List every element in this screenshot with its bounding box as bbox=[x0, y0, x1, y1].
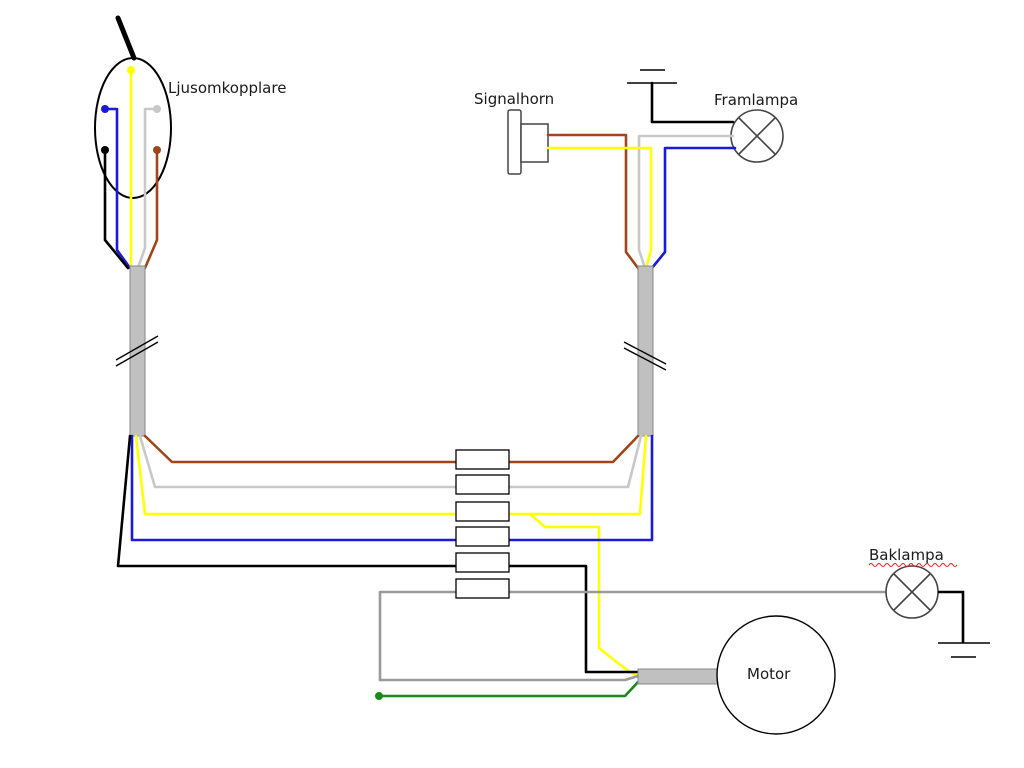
bundle-wire-black bbox=[116, 434, 640, 674]
rear-ground-wire bbox=[938, 590, 965, 643]
bundle-wire-blue bbox=[130, 434, 654, 542]
switch-wire-gray bbox=[136, 107, 159, 270]
left-cable bbox=[115, 265, 159, 437]
bundle-wire-green bbox=[377, 680, 640, 698]
horn-wire-brown bbox=[546, 133, 640, 270]
right-cable-break-mark bbox=[623, 347, 667, 371]
motor-cable bbox=[637, 668, 719, 685]
front-lamp-label: Framlampa bbox=[714, 91, 798, 109]
switch-terminal-black bbox=[101, 146, 109, 154]
horn-cap bbox=[520, 123, 549, 163]
rear-lamp-cross bbox=[893, 573, 931, 611]
green-wire-terminal bbox=[375, 692, 383, 700]
front-wire-gray bbox=[637, 134, 735, 270]
terminal-connector bbox=[455, 552, 510, 573]
switch-wire-blue bbox=[103, 107, 132, 270]
bundle-wire-darkgray bbox=[378, 590, 888, 682]
front-wire-black bbox=[650, 81, 735, 124]
bundle-wire-brown bbox=[143, 434, 640, 464]
front-lamp-cross bbox=[738, 117, 776, 155]
left-cable-break-mark bbox=[115, 341, 159, 367]
terminal-connector bbox=[455, 526, 510, 547]
motor-circle bbox=[716, 615, 836, 735]
rear-lamp-label-underline bbox=[868, 563, 958, 567]
horn-wire-yellow bbox=[546, 146, 653, 270]
motor-label: Motor bbox=[747, 665, 791, 683]
left-cable-break-mark bbox=[115, 335, 159, 361]
horn-label: Signalhorn bbox=[474, 90, 554, 108]
front-wire-blue bbox=[650, 146, 737, 270]
bundle-wire-yellow-right bbox=[528, 434, 648, 516]
motor: Motor bbox=[637, 615, 836, 735]
switch-terminal-brown bbox=[153, 146, 161, 154]
switch-terminal-gray bbox=[153, 105, 161, 113]
switch-body bbox=[94, 57, 172, 199]
horn-body bbox=[507, 109, 522, 175]
light-switch: Ljusomkopplare bbox=[94, 15, 286, 270]
terminal-connector bbox=[455, 501, 510, 522]
terminal-connector bbox=[455, 449, 510, 470]
terminal-connector bbox=[455, 578, 510, 599]
front-lamp: Framlampa bbox=[627, 69, 798, 163]
rear-lamp: Baklampa bbox=[868, 546, 990, 658]
bundle-wire-yellow bbox=[134, 434, 640, 678]
switch-label: Ljusomkopplare bbox=[168, 79, 286, 97]
switch-terminal-yellow bbox=[127, 66, 135, 74]
bundle-wire-gray bbox=[138, 434, 643, 489]
left-cable-sheath bbox=[129, 265, 146, 437]
switch-lever bbox=[115, 15, 137, 61]
right-cable-break-mark bbox=[623, 341, 667, 365]
switch-wire-black bbox=[103, 148, 130, 270]
terminal-block bbox=[455, 449, 510, 599]
signal-horn: Signalhorn bbox=[474, 90, 554, 175]
rear-lamp-label: Baklampa bbox=[869, 546, 944, 564]
switch-terminal-blue bbox=[101, 105, 109, 113]
switch-wire-brown bbox=[143, 148, 159, 270]
terminal-connector bbox=[455, 474, 510, 495]
right-cable bbox=[623, 265, 667, 437]
